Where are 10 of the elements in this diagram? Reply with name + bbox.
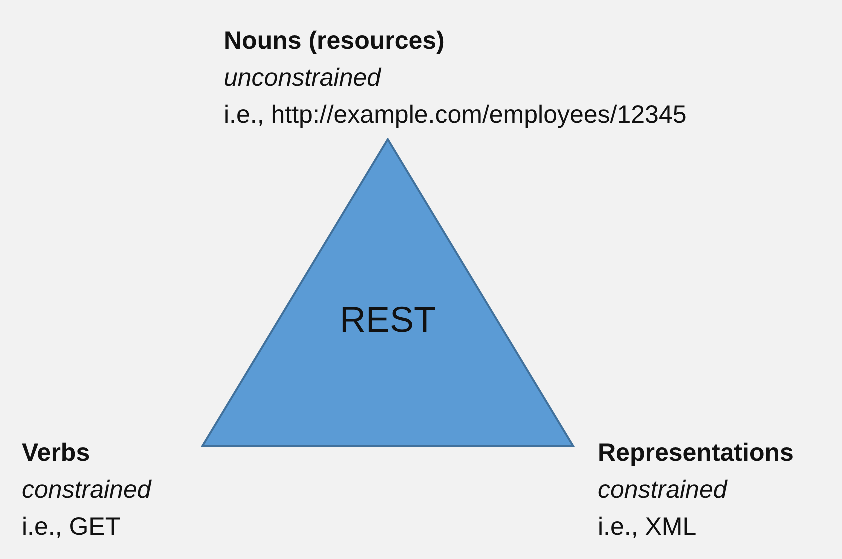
constraint-note: constrained [22, 475, 152, 505]
example-text: i.e., GET [22, 512, 121, 542]
example-text: i.e., XML [598, 512, 697, 542]
constraint-note: unconstrained [224, 63, 382, 93]
corner-heading: Verbs [22, 438, 90, 468]
node-label: REST [340, 299, 436, 340]
corner-heading: Nouns (resources) [224, 26, 445, 56]
constraint-note: constrained [598, 475, 728, 505]
corner-heading: Representations [598, 438, 794, 468]
example-text: i.e., http://example.com/employees/12345 [224, 100, 687, 130]
